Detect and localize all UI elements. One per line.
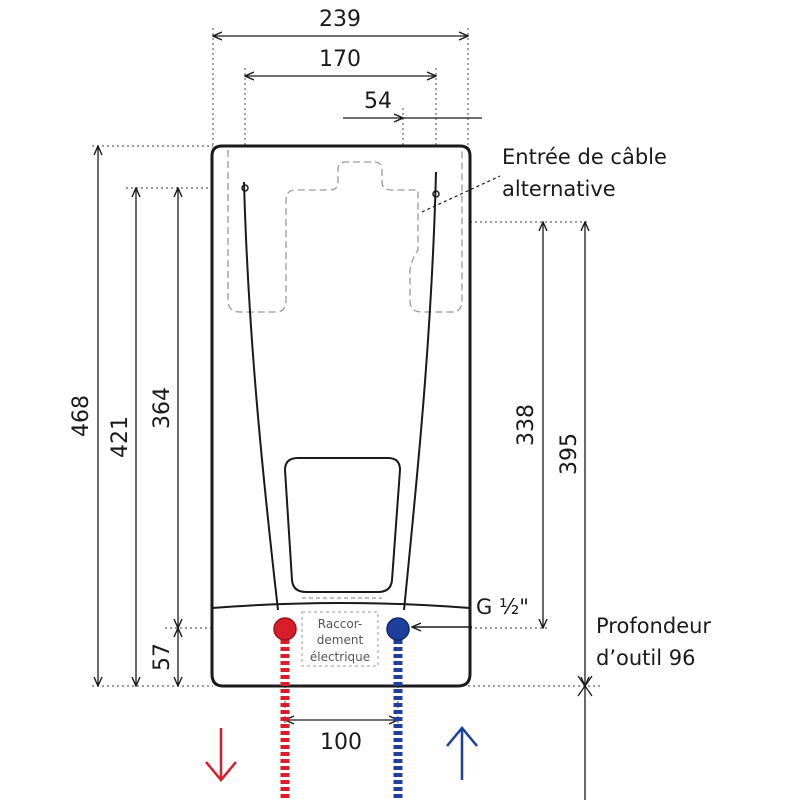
vertical-dimensions: 468 421 364 57 338 395: [69, 146, 593, 800]
thread-label: G ½": [476, 595, 529, 619]
electrical-label-line2: dement: [317, 633, 364, 647]
electrical-label-line1: Raccor-: [318, 617, 362, 631]
mount-point-left: [241, 184, 249, 192]
dim-label-100: 100: [320, 730, 362, 755]
dim-label-170: 170: [319, 47, 361, 72]
mount-point-right: [432, 190, 440, 198]
dim-label-395: 395: [557, 433, 582, 475]
horizontal-dimensions: 239 170 54 65 100: [213, 7, 482, 755]
depth-label-line1: Profondeur: [596, 614, 711, 638]
heater-body: Raccor- dement électrique: [210, 144, 472, 688]
dim-label-57: 57: [150, 643, 175, 671]
cable-entry-label-line2: alternative: [502, 177, 616, 201]
dim-label-338: 338: [514, 404, 539, 446]
arrow-up-icon: [446, 726, 478, 780]
cold-water-connector: [386, 617, 410, 641]
arrow-down-icon: [205, 728, 237, 782]
annotations: Entrée de câble alternative G ½" Profond…: [412, 145, 711, 670]
display-window: [283, 457, 402, 593]
bottom-panel-line: [211, 602, 471, 609]
water-pipes: [273, 617, 410, 800]
dim-label-54: 54: [364, 89, 392, 114]
electrical-connection-box: [301, 611, 379, 667]
front-curve-right: [403, 171, 437, 611]
front-curve-left: [243, 181, 279, 611]
dim-label-364: 364: [150, 387, 175, 429]
dim-label-421: 421: [108, 416, 133, 458]
hot-water-connector: [273, 617, 297, 641]
cable-entry-leader: [421, 175, 501, 213]
depth-marker-arrows: [577, 675, 593, 697]
dim-label-239: 239: [319, 7, 361, 32]
cable-entry-label-line1: Entrée de câble: [502, 145, 667, 169]
dim-label-468: 468: [69, 395, 94, 437]
mounting-plate-hidden-outline: [227, 150, 463, 313]
depth-label-line2: d’outil 96: [596, 646, 695, 670]
electrical-label-line3: électrique: [310, 650, 370, 664]
